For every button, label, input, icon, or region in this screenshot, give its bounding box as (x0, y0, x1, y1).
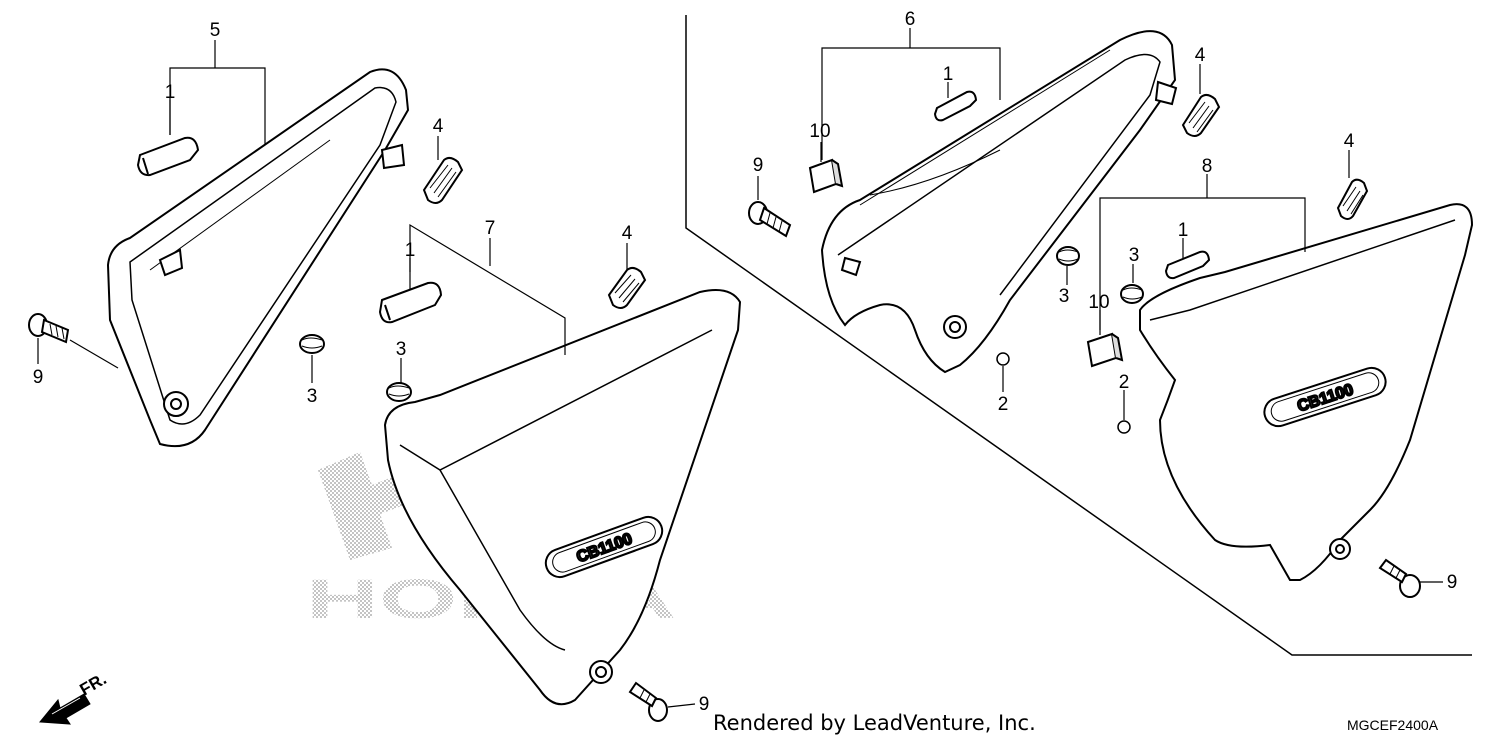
bolt-part-b (748, 201, 792, 238)
callout-1-c: 1 (943, 64, 954, 85)
callout-1-a: 1 (165, 82, 176, 103)
pad-part-a (808, 158, 844, 194)
front-direction-indicator: FR. (38, 669, 110, 725)
side-cover-top (820, 30, 1178, 374)
rubber-part-b (607, 266, 647, 309)
drawing-code: MGCEF2400A (1347, 717, 1439, 733)
callout-10-b: 10 (1088, 292, 1109, 313)
callout-6: 6 (905, 9, 916, 30)
side-cover-rear: CB1100 (1139, 203, 1474, 581)
callout-10-a: 10 (809, 121, 830, 142)
left-side-cover (106, 68, 410, 448)
callout-3-a: 3 (307, 386, 318, 407)
callout-9-a: 9 (33, 367, 44, 388)
callout-labels: 5 7 6 8 1 1 1 1 4 4 4 4 3 3 3 3 9 9 9 9 … (33, 9, 1458, 715)
callout-2-a: 2 (998, 394, 1009, 415)
collar-part-a (299, 334, 325, 354)
callout-2-b: 2 (1119, 372, 1130, 393)
callout-3-b: 3 (396, 339, 407, 360)
bolt-part-d (1378, 558, 1421, 598)
side-cover-front: CB1100 (383, 289, 742, 706)
callout-4-b: 4 (622, 223, 633, 244)
leader-lines (37, 28, 1443, 708)
bolt-part-c (628, 681, 668, 722)
callout-9-b: 9 (753, 155, 764, 176)
separator-line (685, 15, 1472, 656)
grommet-part-c (933, 90, 978, 122)
nut-part-b (1117, 420, 1131, 434)
callout-3-d: 3 (1129, 245, 1140, 266)
callout-5: 5 (210, 20, 221, 41)
grommet-part-a (136, 136, 200, 177)
nut-part-a (996, 352, 1010, 366)
render-credit: Rendered by LeadVenture, Inc. (713, 711, 1036, 735)
callout-4-d: 4 (1344, 131, 1355, 152)
bolt-part-a (28, 313, 70, 344)
rubber-part-a (422, 156, 464, 204)
callout-1-d: 1 (1178, 220, 1189, 241)
callout-4-c: 4 (1195, 45, 1206, 66)
pad-part-b (1086, 332, 1124, 368)
front-arrow-icon (38, 693, 91, 725)
collar-part-c (1056, 246, 1080, 266)
callout-3-c: 3 (1059, 286, 1070, 307)
collar-part-d (1120, 284, 1144, 304)
collar-part-b (386, 382, 412, 402)
callout-9-c: 9 (699, 694, 710, 715)
rubber-part-d (1336, 178, 1369, 220)
callout-9-d: 9 (1447, 572, 1458, 593)
callout-1-b: 1 (405, 240, 416, 261)
grommet-part-b (378, 281, 443, 324)
callout-4-a: 4 (433, 116, 444, 137)
rubber-part-c (1181, 93, 1221, 137)
callout-7: 7 (485, 218, 496, 239)
grommet-part-d (1164, 250, 1211, 280)
callout-8: 8 (1202, 156, 1213, 177)
